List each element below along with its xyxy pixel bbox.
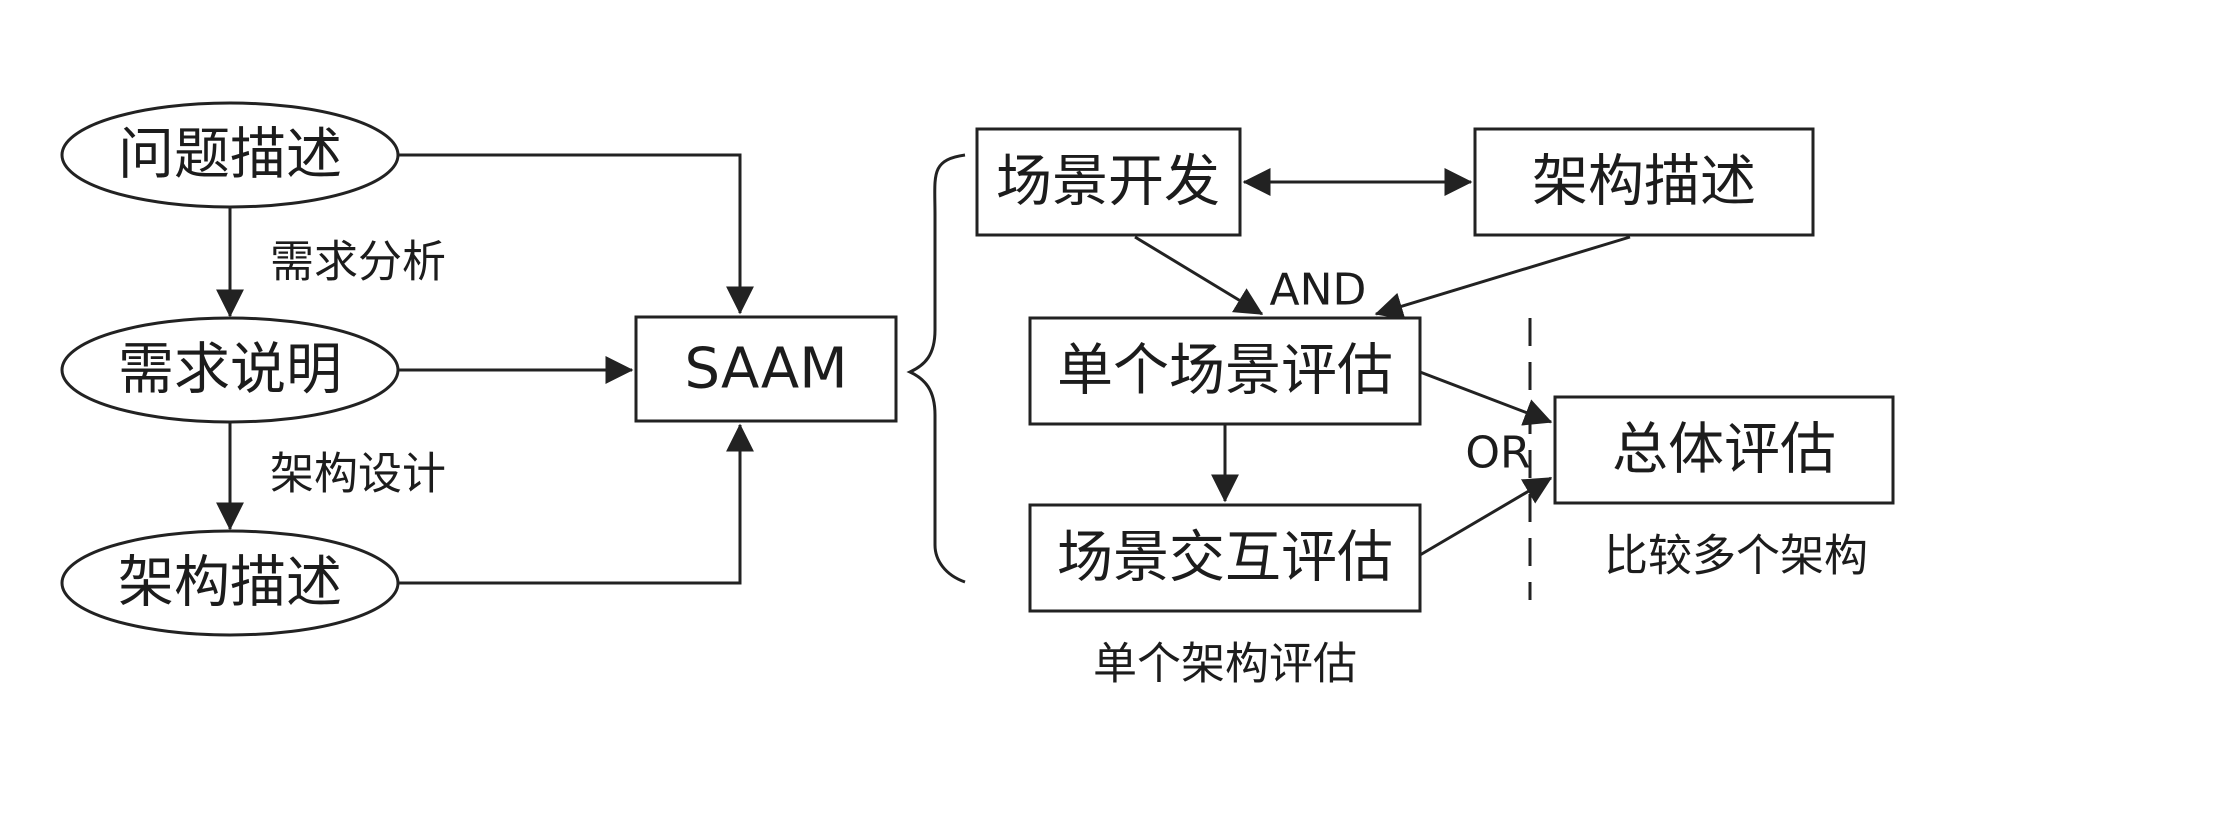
overall-eval-label: 总体评估 bbox=[1612, 418, 1836, 483]
arch-desc-left-node: 架构描述 bbox=[60, 529, 400, 637]
problem-desc-node: 问题描述 bbox=[60, 101, 400, 209]
edge-arch-desc-to-single bbox=[1374, 235, 1631, 320]
single-scenario-eval-node: 单个场景评估 bbox=[1028, 316, 1422, 426]
problem-desc-label: 问题描述 bbox=[118, 123, 342, 188]
overall-eval-node: 总体评估 bbox=[1553, 395, 1895, 505]
scenario-interaction-eval-node: 场景交互评估 bbox=[1028, 503, 1422, 613]
scenario-dev-label: 场景开发 bbox=[996, 150, 1220, 215]
edge-interaction-to-overall bbox=[1419, 476, 1553, 557]
compare-archs-caption: 比较多个架构 bbox=[1604, 531, 1868, 582]
arch-design-label: 架构设计 bbox=[270, 449, 446, 500]
single-scenario-eval-label: 单个场景评估 bbox=[1057, 339, 1393, 404]
and-label: AND bbox=[1270, 265, 1367, 316]
req-spec-label: 需求说明 bbox=[118, 338, 342, 403]
req-analysis-label: 需求分析 bbox=[270, 237, 446, 288]
single-arch-eval-caption: 单个架构评估 bbox=[1093, 639, 1357, 690]
edge-scenario-dev-to-single bbox=[1134, 235, 1264, 316]
arch-desc-right-label: 架构描述 bbox=[1532, 150, 1756, 215]
scenario-interaction-eval-label: 场景交互评估 bbox=[1057, 526, 1393, 591]
arch-desc-left-label: 架构描述 bbox=[118, 551, 342, 616]
or-label: OR bbox=[1465, 428, 1530, 479]
req-spec-node: 需求说明 bbox=[60, 316, 400, 424]
saam-label: SAAM bbox=[684, 337, 847, 402]
edge-problem-to-saam bbox=[398, 153, 754, 315]
edge-arch-to-saam bbox=[398, 423, 754, 585]
curly-bracket bbox=[906, 153, 966, 584]
scenario-dev-node: 场景开发 bbox=[975, 127, 1242, 237]
arch-desc-right-node: 架构描述 bbox=[1473, 127, 1815, 237]
saam-node: SAAM bbox=[634, 315, 898, 423]
